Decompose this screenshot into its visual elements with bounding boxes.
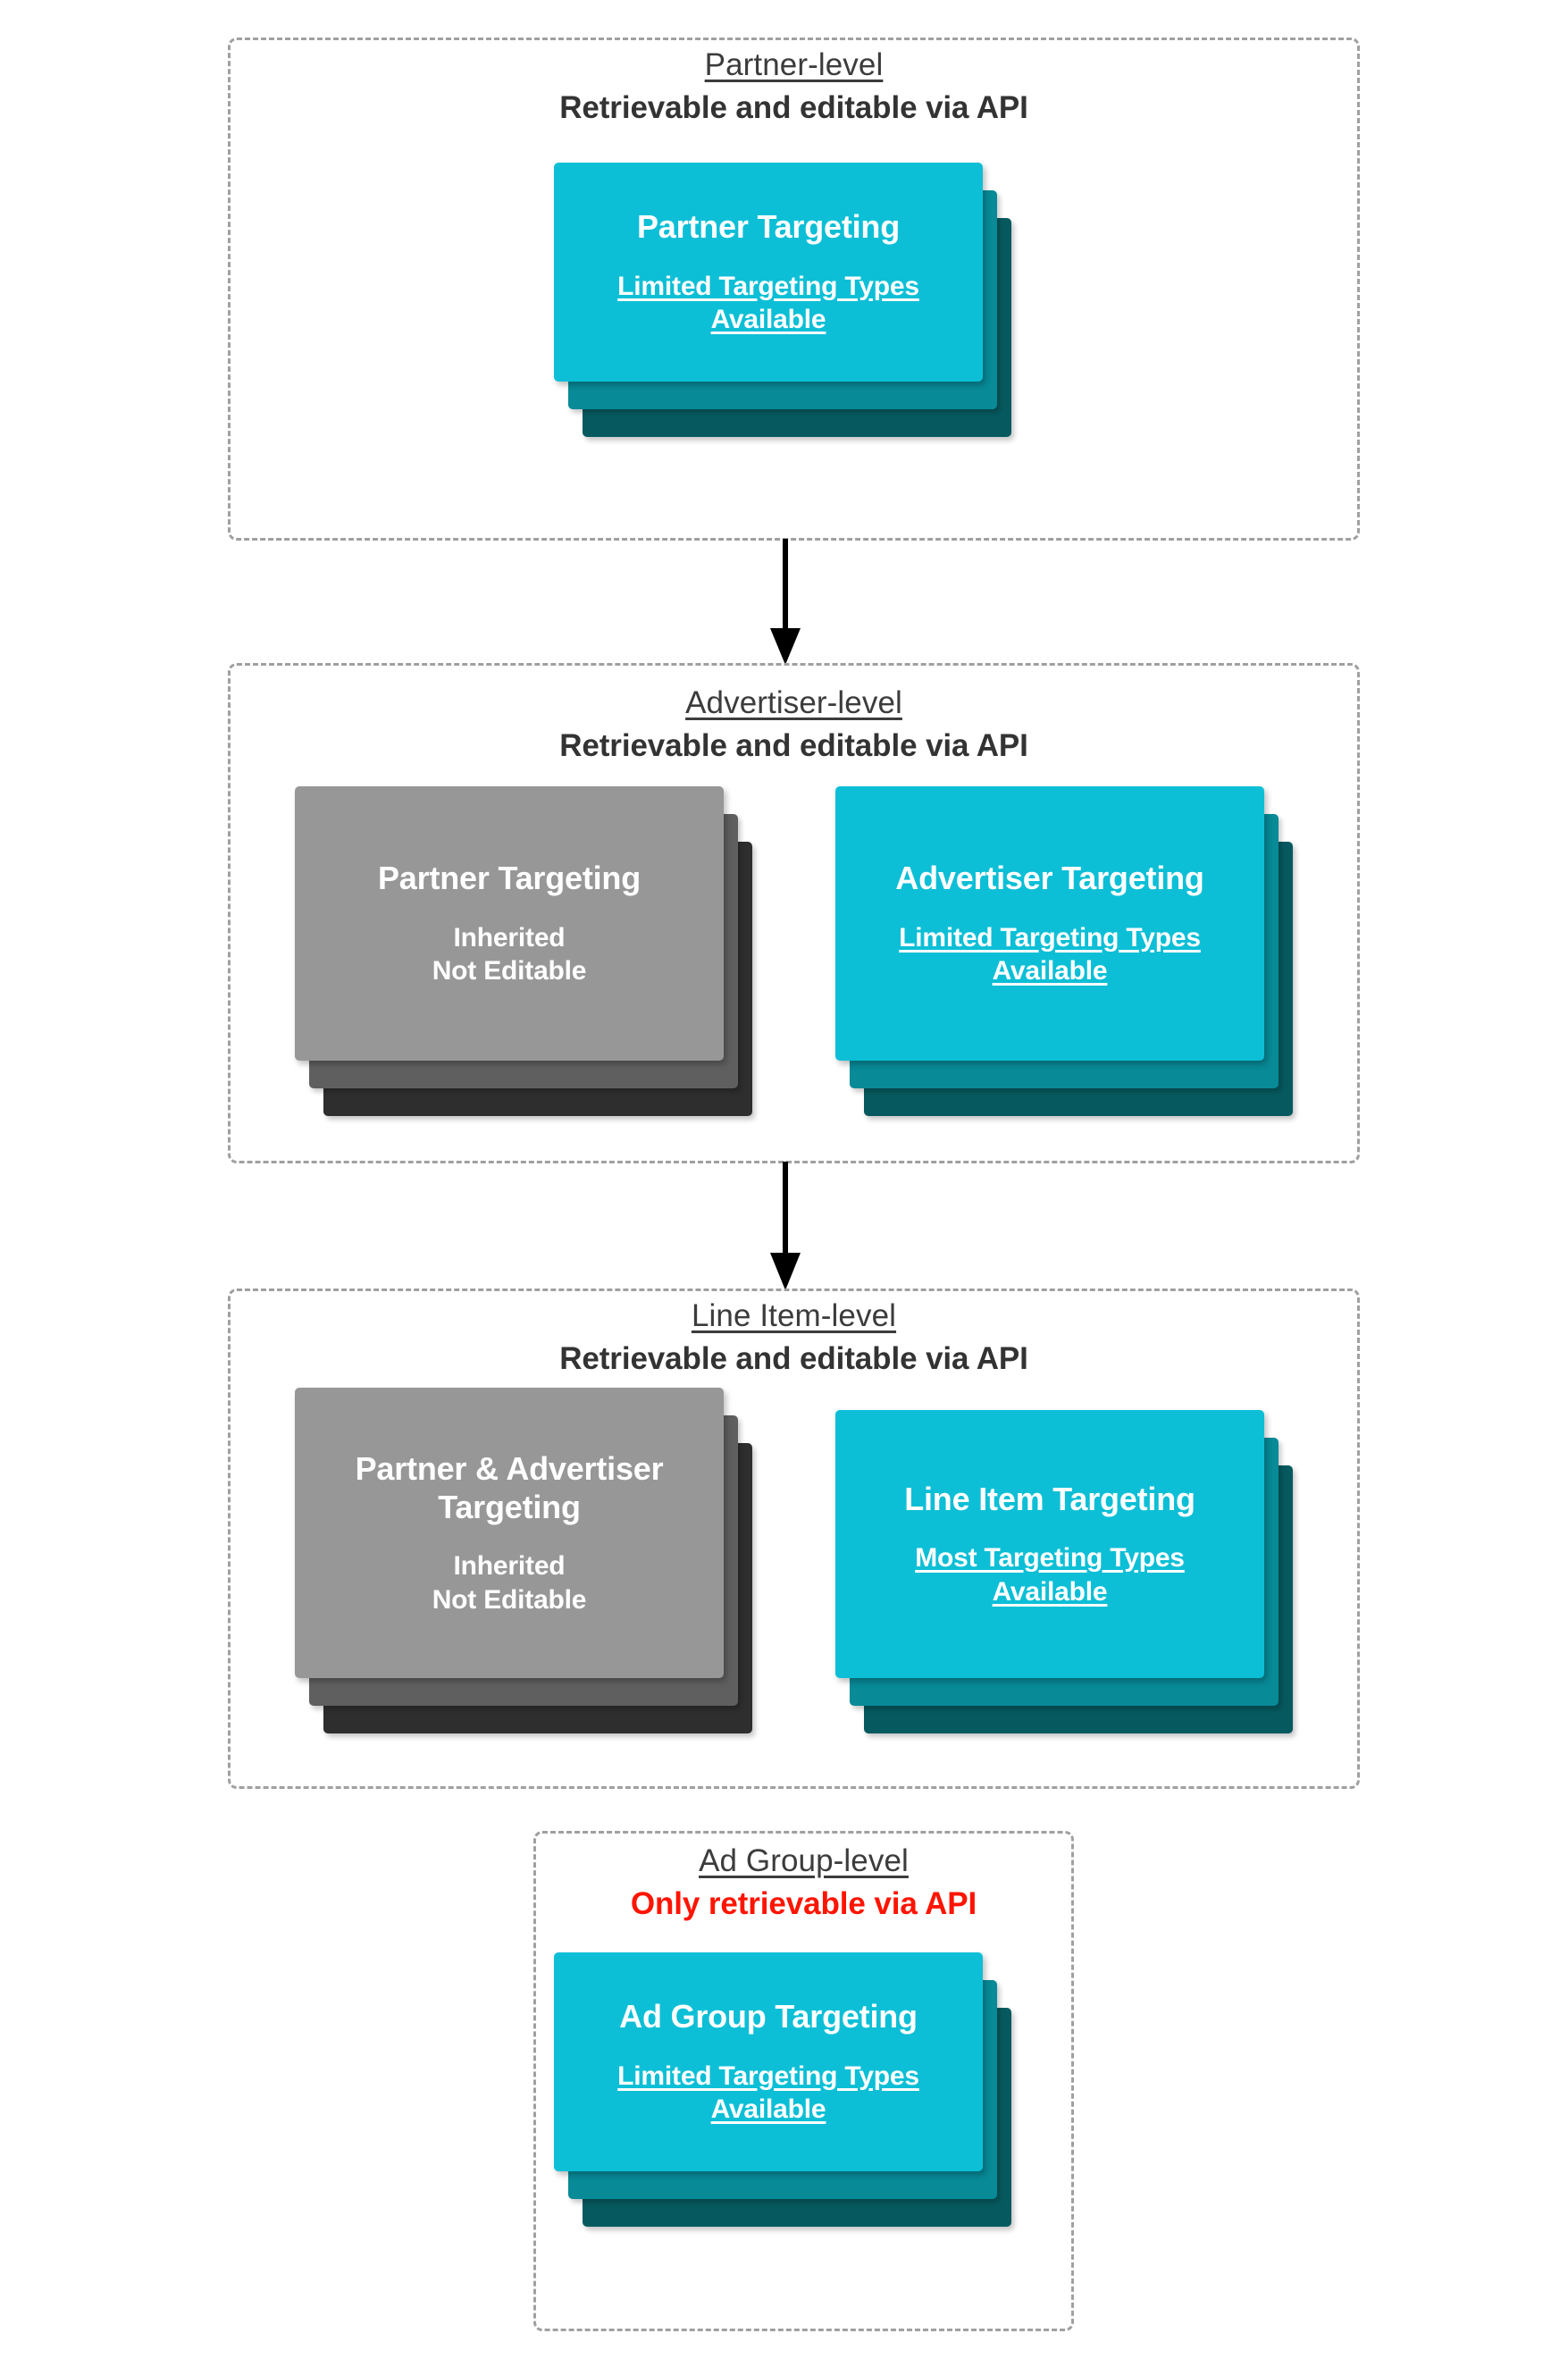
- level-heading-ad-group: Ad Group-level Only retrievable via API: [533, 1842, 1074, 1923]
- level-title-advertiser: Advertiser-level: [685, 685, 902, 720]
- card-layer-front[interactable]: Partner Targeting Inherited Not Editable: [295, 786, 724, 1061]
- card-subtitle-line-item-targeting: Most Targeting Types Available: [915, 1543, 1185, 1607]
- card-title-partner-targeting: Partner Targeting: [637, 208, 900, 246]
- card-stack-partner-targeting[interactable]: Partner Targeting Limited Targeting Type…: [554, 163, 1011, 437]
- card-title-partner-targeting-inherited: Partner Targeting: [378, 860, 641, 897]
- level-api-note-advertiser: Retrievable and editable via API: [559, 727, 1028, 763]
- card-title-partner-advertiser-targeting-inherited: Partner & Advertiser Targeting: [355, 1449, 664, 1525]
- card-stack-partner-targeting-inherited[interactable]: Partner Targeting Inherited Not Editable: [295, 786, 752, 1116]
- card-subtitle-advertiser-targeting: Limited Targeting Types Available: [899, 922, 1201, 986]
- level-heading-line-item: Line Item-level Retrievable and editable…: [228, 1297, 1360, 1378]
- card-title-line-item-targeting: Line Item Targeting: [904, 1480, 1195, 1517]
- card-stack-line-item-targeting[interactable]: Line Item Targeting Most Targeting Types…: [835, 1410, 1293, 1733]
- card-title-advertiser-targeting: Advertiser Targeting: [895, 860, 1204, 897]
- level-container-advertiser: [228, 663, 1360, 1163]
- level-heading-partner: Partner-level Retrievable and editable v…: [228, 46, 1360, 127]
- card-layer-front[interactable]: Ad Group Targeting Limited Targeting Typ…: [554, 1952, 983, 2171]
- level-title-line-item: Line Item-level: [691, 1298, 897, 1333]
- card-stack-partner-advertiser-targeting-inherited[interactable]: Partner & Advertiser Targeting Inherited…: [295, 1388, 752, 1733]
- card-layer-front[interactable]: Partner & Advertiser Targeting Inherited…: [295, 1388, 724, 1678]
- card-layer-front[interactable]: Line Item Targeting Most Targeting Types…: [835, 1410, 1264, 1678]
- arrow-partner-to-advertiser: [770, 539, 801, 665]
- level-container-partner: [228, 38, 1360, 541]
- level-container-ad-group: [533, 1831, 1074, 2331]
- card-layer-front[interactable]: Advertiser Targeting Limited Targeting T…: [835, 786, 1264, 1061]
- card-layer-front[interactable]: Partner Targeting Limited Targeting Type…: [554, 163, 983, 382]
- level-title-ad-group: Ad Group-level: [699, 1843, 909, 1878]
- level-api-note-ad-group: Only retrievable via API: [630, 1885, 977, 1921]
- level-api-note-line-item: Retrievable and editable via API: [559, 1340, 1028, 1376]
- card-stack-advertiser-targeting[interactable]: Advertiser Targeting Limited Targeting T…: [835, 786, 1293, 1116]
- card-subtitle-partner-advertiser-targeting-inherited: Inherited Not Editable: [432, 1551, 587, 1615]
- card-subtitle-ad-group-targeting: Limited Targeting Types Available: [617, 2061, 919, 2125]
- level-container-line-item: [228, 1288, 1360, 1789]
- level-title-partner: Partner-level: [704, 47, 884, 82]
- card-subtitle-partner-targeting: Limited Targeting Types Available: [617, 271, 919, 335]
- level-api-note-partner: Retrievable and editable via API: [559, 89, 1028, 125]
- card-subtitle-partner-targeting-inherited: Inherited Not Editable: [432, 922, 587, 986]
- card-title-ad-group-targeting: Ad Group Targeting: [619, 1998, 918, 2035]
- card-stack-ad-group-targeting[interactable]: Ad Group Targeting Limited Targeting Typ…: [554, 1952, 1011, 2227]
- level-heading-advertiser: Advertiser-level Retrievable and editabl…: [228, 684, 1360, 765]
- arrow-advertiser-to-line-item: [770, 1162, 801, 1290]
